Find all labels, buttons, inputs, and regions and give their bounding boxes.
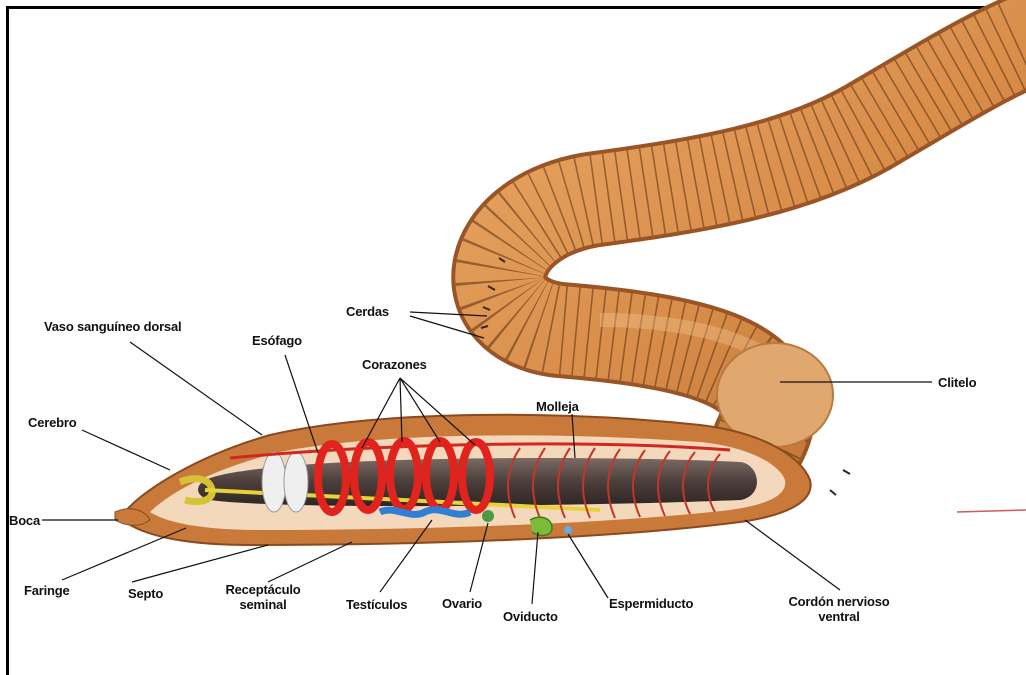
label-corazones: Corazones [362,357,427,372]
label-receptaculo-line2: seminal [225,597,301,612]
label-espermiducto: Espermiducto [609,596,693,611]
label-cerdas: Cerdas [346,304,389,319]
label-receptaculo-seminal: Receptáculo seminal [225,582,301,612]
label-clitelo: Clitelo [938,375,976,390]
label-cordon-nervioso: Cordón nervioso ventral [780,594,898,624]
red-accent-line [957,510,1026,512]
label-cordon-line2: ventral [780,609,898,624]
label-faringe: Faringe [24,583,70,598]
label-esofago: Esófago [252,333,302,348]
label-cordon-line1: Cordón nervioso [780,594,898,609]
label-vaso-sanguineo: Vaso sanguíneo dorsal [44,319,181,334]
oviduct [530,517,552,535]
label-molleja: Molleja [536,399,579,414]
label-cerebro: Cerebro [28,415,76,430]
label-receptaculo-line1: Receptáculo [225,582,301,597]
label-testiculos: Testículos [346,597,407,612]
label-ovario: Ovario [442,596,482,611]
ovary [482,510,494,522]
label-boca: Boca [9,513,40,528]
label-oviducto: Oviducto [503,609,558,624]
label-septo: Septo [128,586,163,601]
sperm-duct [564,526,572,534]
